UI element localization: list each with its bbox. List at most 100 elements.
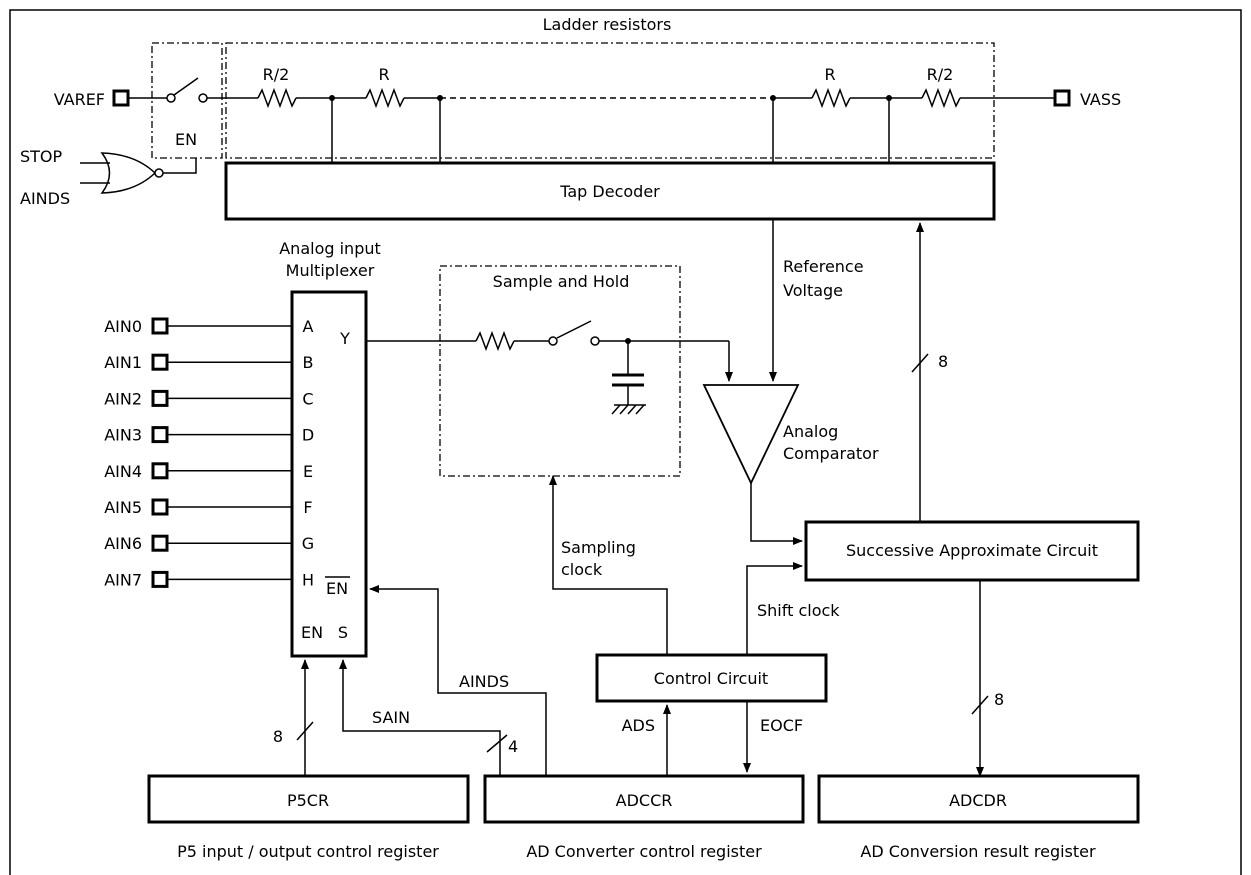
vass-label: VASS [1080,90,1121,109]
arrow [549,475,668,655]
sar-label: Successive Approximate Circuit [846,541,1098,560]
ain-pin-label: AIN4 [104,462,142,481]
ain-pin-label: AIN3 [104,426,142,445]
ain-pin [151,317,169,335]
mux-port-label: C [302,389,313,408]
ladder-resistors-box [225,42,995,159]
bus-slash [486,734,508,753]
switch-contact-left [166,93,176,103]
resistor-r-right [811,87,851,109]
sample-hold-box [439,265,681,477]
tap-decoder-label: Tap Decoder [559,182,660,201]
ladder-resistors-title: Ladder resistors [543,15,672,34]
sh-switch-contact-left [548,336,558,346]
mux-port-label: A [303,317,314,336]
ain-pin [151,426,169,444]
analog-input-multiplexer [290,290,368,658]
adccr-label: ADCCR [616,791,673,810]
mux-en-label: EN [301,623,323,642]
sh-switch-contact-right [590,336,600,346]
sample-hold-title: Sample and Hold [493,272,630,291]
mux-input-row: AIN7 H [104,570,314,589]
bus-width-sar: 8 [938,352,948,371]
stop-label: STOP [20,147,63,166]
mux-port-label: B [303,353,314,372]
mux-input-row: AIN1 B [104,353,313,372]
outer-frame [9,9,1242,875]
switch-en-label: EN [175,130,197,149]
resistor-r-half-right [921,87,961,109]
arrow [339,659,501,776]
control-circuit [595,653,828,703]
tap-decoder-block [224,161,996,221]
mux-en-bar-label: EN [326,579,348,598]
bus-width-result: 8 [994,690,1004,709]
varef-pin [112,89,130,107]
mux-port-label: D [302,426,314,445]
ground-icon [611,404,646,415]
ain-pin [151,353,169,371]
adcdr-caption: AD Conversion result register [860,842,1096,861]
resistor-r-left [365,87,405,109]
sh-switch-arm [556,320,592,339]
reference-label-line2: Voltage [783,281,843,300]
bus-slash [971,695,989,715]
p5cr-register [147,774,470,824]
mux-port-label: E [303,462,313,481]
ainds-signal-label: AINDS [459,672,509,691]
ain-pin-label: AIN1 [104,353,142,372]
bus-width-sain: 4 [508,737,518,756]
nor-gate [100,152,157,194]
ads-label: ADS [622,716,655,735]
mux-output-y: Y [339,329,350,348]
varef-label: VAREF [54,90,105,109]
ain-pin-label: AIN6 [104,534,142,553]
sampling-clock-line2: clock [561,560,603,579]
ain-pin-label: AIN5 [104,498,142,517]
r-half-left-label: R/2 [263,65,290,84]
r-left-label: R [378,65,389,84]
ain-pin-label: AIN7 [104,570,142,589]
mux-input-row: AIN5 F [104,498,312,517]
comparator-label-line2: Comparator [783,444,879,463]
arrow [369,585,547,776]
ainds-input-label: AINDS [20,189,70,208]
reference-label-line1: Reference [783,257,864,276]
p5cr-label: P5CR [287,791,329,810]
mux-port-label: F [303,498,312,517]
adcdr-label: ADCDR [949,791,1007,810]
bus-slash [911,353,929,373]
mux-title-line1: Analog input [279,239,381,258]
adccr-caption: AD Converter control register [526,842,762,861]
switch-contact-right [198,93,208,103]
ain-pin [151,498,169,516]
sample-hold-resistor [475,330,515,352]
mux-input-row: AIN3 D [104,426,314,445]
adcdr-register [817,774,1140,824]
bus-slash [296,721,314,741]
mux-input-row: AIN4 E [104,462,313,481]
bus-width-p5: 8 [273,727,283,746]
shift-clock-label: Shift clock [757,601,840,620]
ain-pin [151,534,169,552]
switch-arm [173,77,199,96]
analog-comparator [702,384,800,486]
vass-pin [1053,89,1071,107]
mux-port-label: H [302,570,314,589]
r-right-label: R [824,65,835,84]
ain-pin [151,389,169,407]
arrow [746,562,803,655]
control-circuit-label: Control Circuit [654,669,768,688]
eocf-label: EOCF [760,716,803,735]
successive-approximate-circuit [804,520,1140,582]
arrow [750,483,803,545]
wire [163,158,197,174]
sain-label: SAIN [372,708,410,727]
p5cr-caption: P5 input / output control register [177,842,439,861]
comparator-label-line1: Analog [783,422,838,441]
adccr-register [483,774,805,824]
